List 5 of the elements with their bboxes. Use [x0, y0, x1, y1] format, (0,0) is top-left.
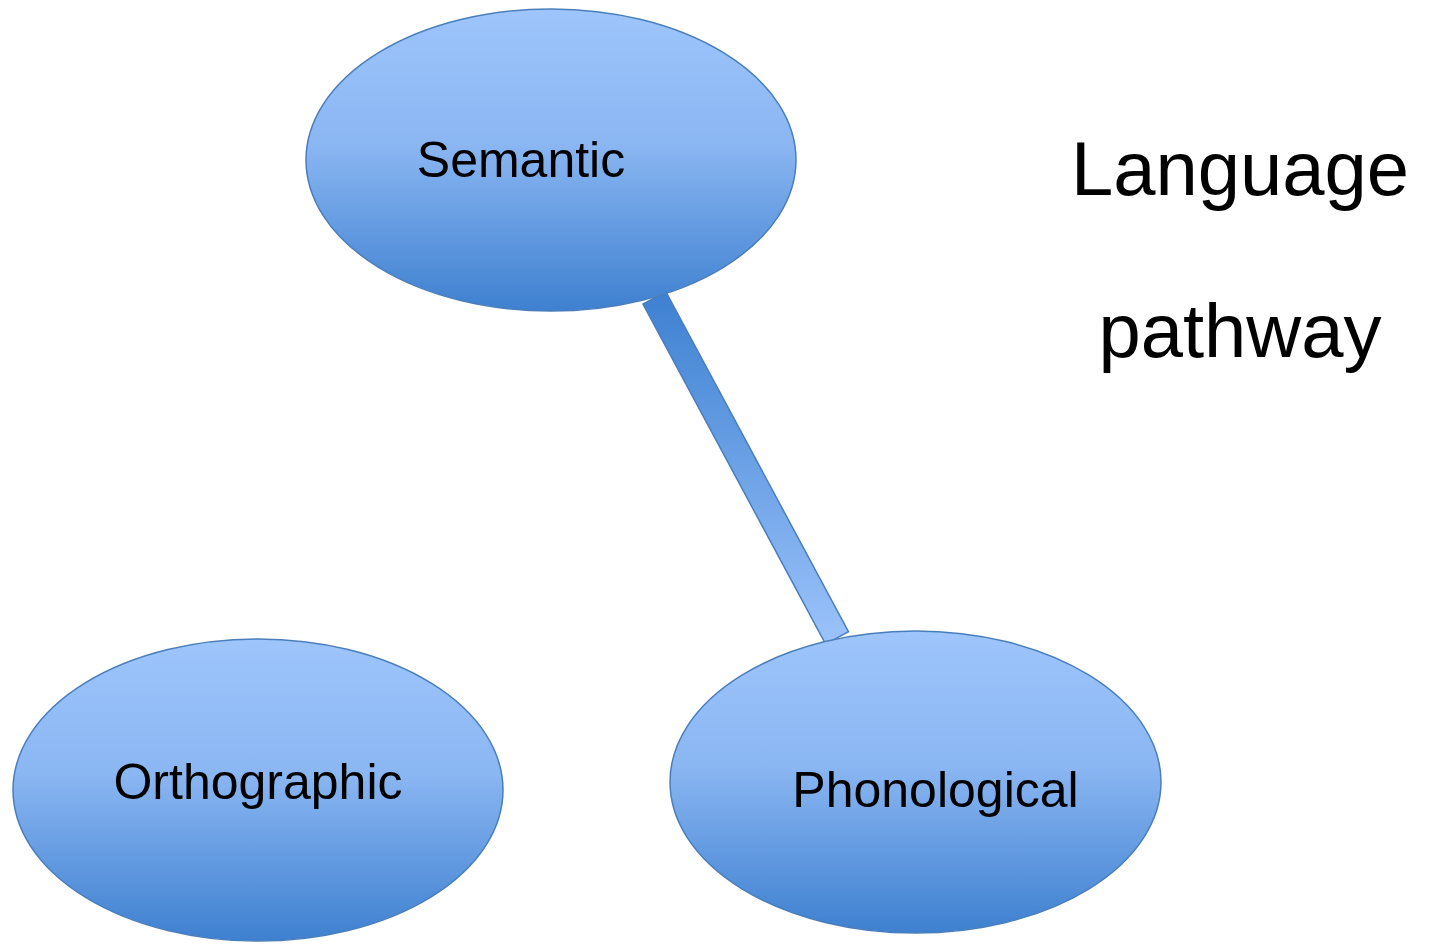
node-label: Phonological [792, 761, 1079, 819]
oval-node [12, 638, 504, 942]
node-label: Semantic [416, 131, 626, 189]
node-label: Orthographic [113, 753, 403, 811]
title-text: Language pathway [1069, 125, 1411, 375]
